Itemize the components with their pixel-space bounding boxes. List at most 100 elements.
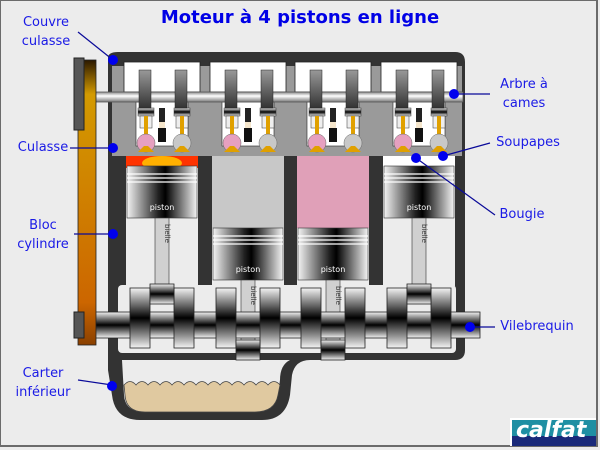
- label-couvre-culasse: Couvre culasse: [14, 13, 78, 51]
- valve-spring-cap: [259, 107, 277, 117]
- logo-text: calfat: [516, 418, 587, 443]
- spark-plug-body: [244, 128, 252, 142]
- calfat-logo: calfat: [510, 418, 596, 446]
- valve-spring-cap: [344, 107, 362, 117]
- cam-lobe: [224, 69, 238, 109]
- soupapes-marker: [438, 151, 448, 161]
- spark-plug-insulator: [245, 122, 251, 128]
- label-bougie: Bougie: [499, 207, 545, 222]
- crank-journal: [149, 283, 175, 305]
- valve-spring-cap: [430, 107, 448, 117]
- label-vilebrequin: Vilebrequin: [500, 319, 574, 334]
- spark-plug-top: [416, 108, 422, 122]
- piston-label: piston: [236, 265, 261, 274]
- rocker-cavity: [380, 61, 458, 93]
- label-soupapes: Soupapes: [496, 135, 560, 150]
- spark-plug-insulator: [330, 122, 336, 128]
- valve-spring-cap: [137, 107, 155, 117]
- cam-lobe: [395, 69, 409, 109]
- valve-stem: [144, 116, 148, 150]
- piston: piston: [383, 165, 455, 219]
- valve-head: [309, 146, 325, 152]
- crank-web: [386, 287, 408, 349]
- label-line: Bloc: [29, 218, 57, 233]
- intake-valve: [222, 107, 242, 153]
- cylinder-4: piston bielle: [380, 61, 458, 293]
- combustion-chamber: [212, 156, 284, 228]
- label-line: Couvre: [22, 15, 70, 30]
- bielle-label: bielle: [163, 224, 171, 243]
- crank-web: [173, 287, 195, 349]
- piston-label: piston: [150, 203, 175, 212]
- crank-web: [300, 287, 322, 349]
- cam-pulley: [73, 57, 85, 131]
- label-arbre-a-cames: Arbre à cames: [492, 75, 556, 113]
- label-line: cames: [502, 96, 546, 111]
- oil: [123, 381, 281, 413]
- spark-plug-body: [329, 128, 337, 142]
- cam-lobe: [309, 69, 323, 109]
- intake-valve: [307, 107, 327, 153]
- crank-web: [259, 287, 281, 349]
- valve-head: [260, 146, 276, 152]
- valve-head: [224, 146, 240, 152]
- exhaust-valve: [343, 107, 363, 153]
- valve-head: [174, 146, 190, 152]
- label-line: cylindre: [17, 237, 69, 252]
- rocker-cavity: [294, 61, 372, 93]
- label-line: culasse: [21, 34, 71, 49]
- crank-pulley: [73, 311, 85, 339]
- valve-head: [138, 146, 154, 152]
- label-culasse: Culasse: [17, 140, 69, 155]
- valve-spring-cap: [223, 107, 241, 117]
- bloc-cylindre-marker: [108, 229, 118, 239]
- bielle-label: bielle: [420, 224, 428, 243]
- combustion-chamber: [297, 156, 369, 228]
- cam-lobe: [174, 69, 188, 109]
- piston-body: [383, 165, 455, 219]
- crank-journal: [320, 339, 346, 361]
- bielle-label: bielle: [334, 286, 342, 305]
- valve-stem: [351, 116, 355, 150]
- exhaust-valve: [258, 107, 278, 153]
- crank-web: [129, 287, 151, 349]
- spark-plug-top: [245, 108, 251, 122]
- cam-lobe: [260, 69, 274, 109]
- crank-journal: [235, 339, 261, 361]
- valve-spring-cap: [308, 107, 326, 117]
- crank-web: [430, 287, 452, 349]
- cam-lobe: [431, 69, 445, 109]
- spark-plug-body: [158, 128, 166, 142]
- crank-web: [215, 287, 237, 349]
- valve-stem: [401, 116, 405, 150]
- valve-stem: [230, 116, 234, 150]
- valve-stem: [180, 116, 184, 150]
- carter-marker: [107, 381, 117, 391]
- spark-plug-insulator: [416, 122, 422, 128]
- valve-stem: [266, 116, 270, 150]
- intake-valve: [393, 107, 413, 153]
- spark-plug-top: [330, 108, 336, 122]
- piston-label: piston: [321, 265, 346, 274]
- valve-spring-cap: [173, 107, 191, 117]
- arbre-a-cames-marker: [449, 89, 459, 99]
- crankshaft: [94, 311, 481, 339]
- exhaust-valve: [172, 107, 192, 153]
- piston-body: [212, 227, 284, 281]
- cylinder-1: piston bielle: [123, 61, 201, 293]
- rocker-cavity: [123, 61, 201, 93]
- label-bloc-cylindre: Bloc cylindre: [14, 216, 72, 254]
- bougie-marker: [411, 153, 421, 163]
- intake-valve: [136, 107, 156, 153]
- spark-plug-insulator: [159, 122, 165, 128]
- rocker-cavity: [209, 61, 287, 93]
- crank-web: [344, 287, 366, 349]
- crank-journal: [406, 283, 432, 305]
- valve-head: [395, 146, 411, 152]
- vilebrequin-marker: [465, 322, 475, 332]
- valve-head: [431, 146, 447, 152]
- logo-band: [512, 436, 596, 446]
